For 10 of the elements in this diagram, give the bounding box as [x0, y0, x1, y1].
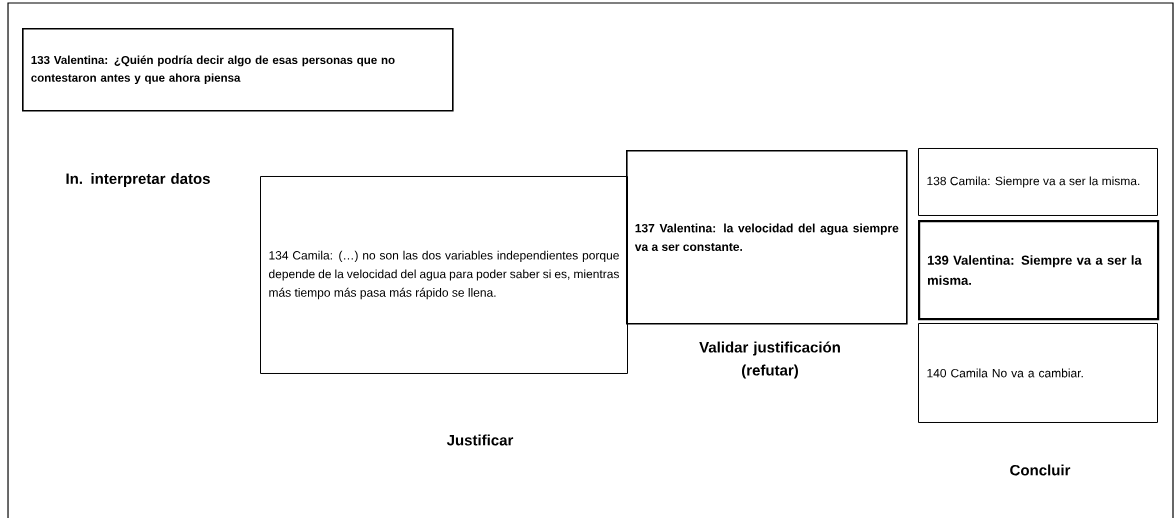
text-box: 139 Valentina: Siempre va a ser la misma. [918, 220, 1160, 321]
text-box: 134 Camila: (…) no son las dos variables independientes porque depende de la velocidad del agua para poder saber si es, mientras más tiempo más pasa más rápido se llena. [260, 176, 628, 374]
text-box: 140 Camila No va a cambiar. [918, 323, 1158, 423]
text-box: 138 Camila: Siempre va a ser la misma. [918, 148, 1158, 216]
stage-label: Validar justificación (refutar) [699, 341, 840, 379]
stage-label: Concluir [1010, 464, 1071, 476]
text-box: 137 Valentina: la velocidad del agua siempre va a ser constante. [626, 150, 908, 325]
stage-label: In. interpretar datos [66, 173, 210, 187]
text-box: 133 Valentina: ¿Quién podría decir algo de esas personas que no contestaron antes y que ahora piensa [22, 28, 454, 112]
stage-label: Justificar [446, 434, 514, 446]
